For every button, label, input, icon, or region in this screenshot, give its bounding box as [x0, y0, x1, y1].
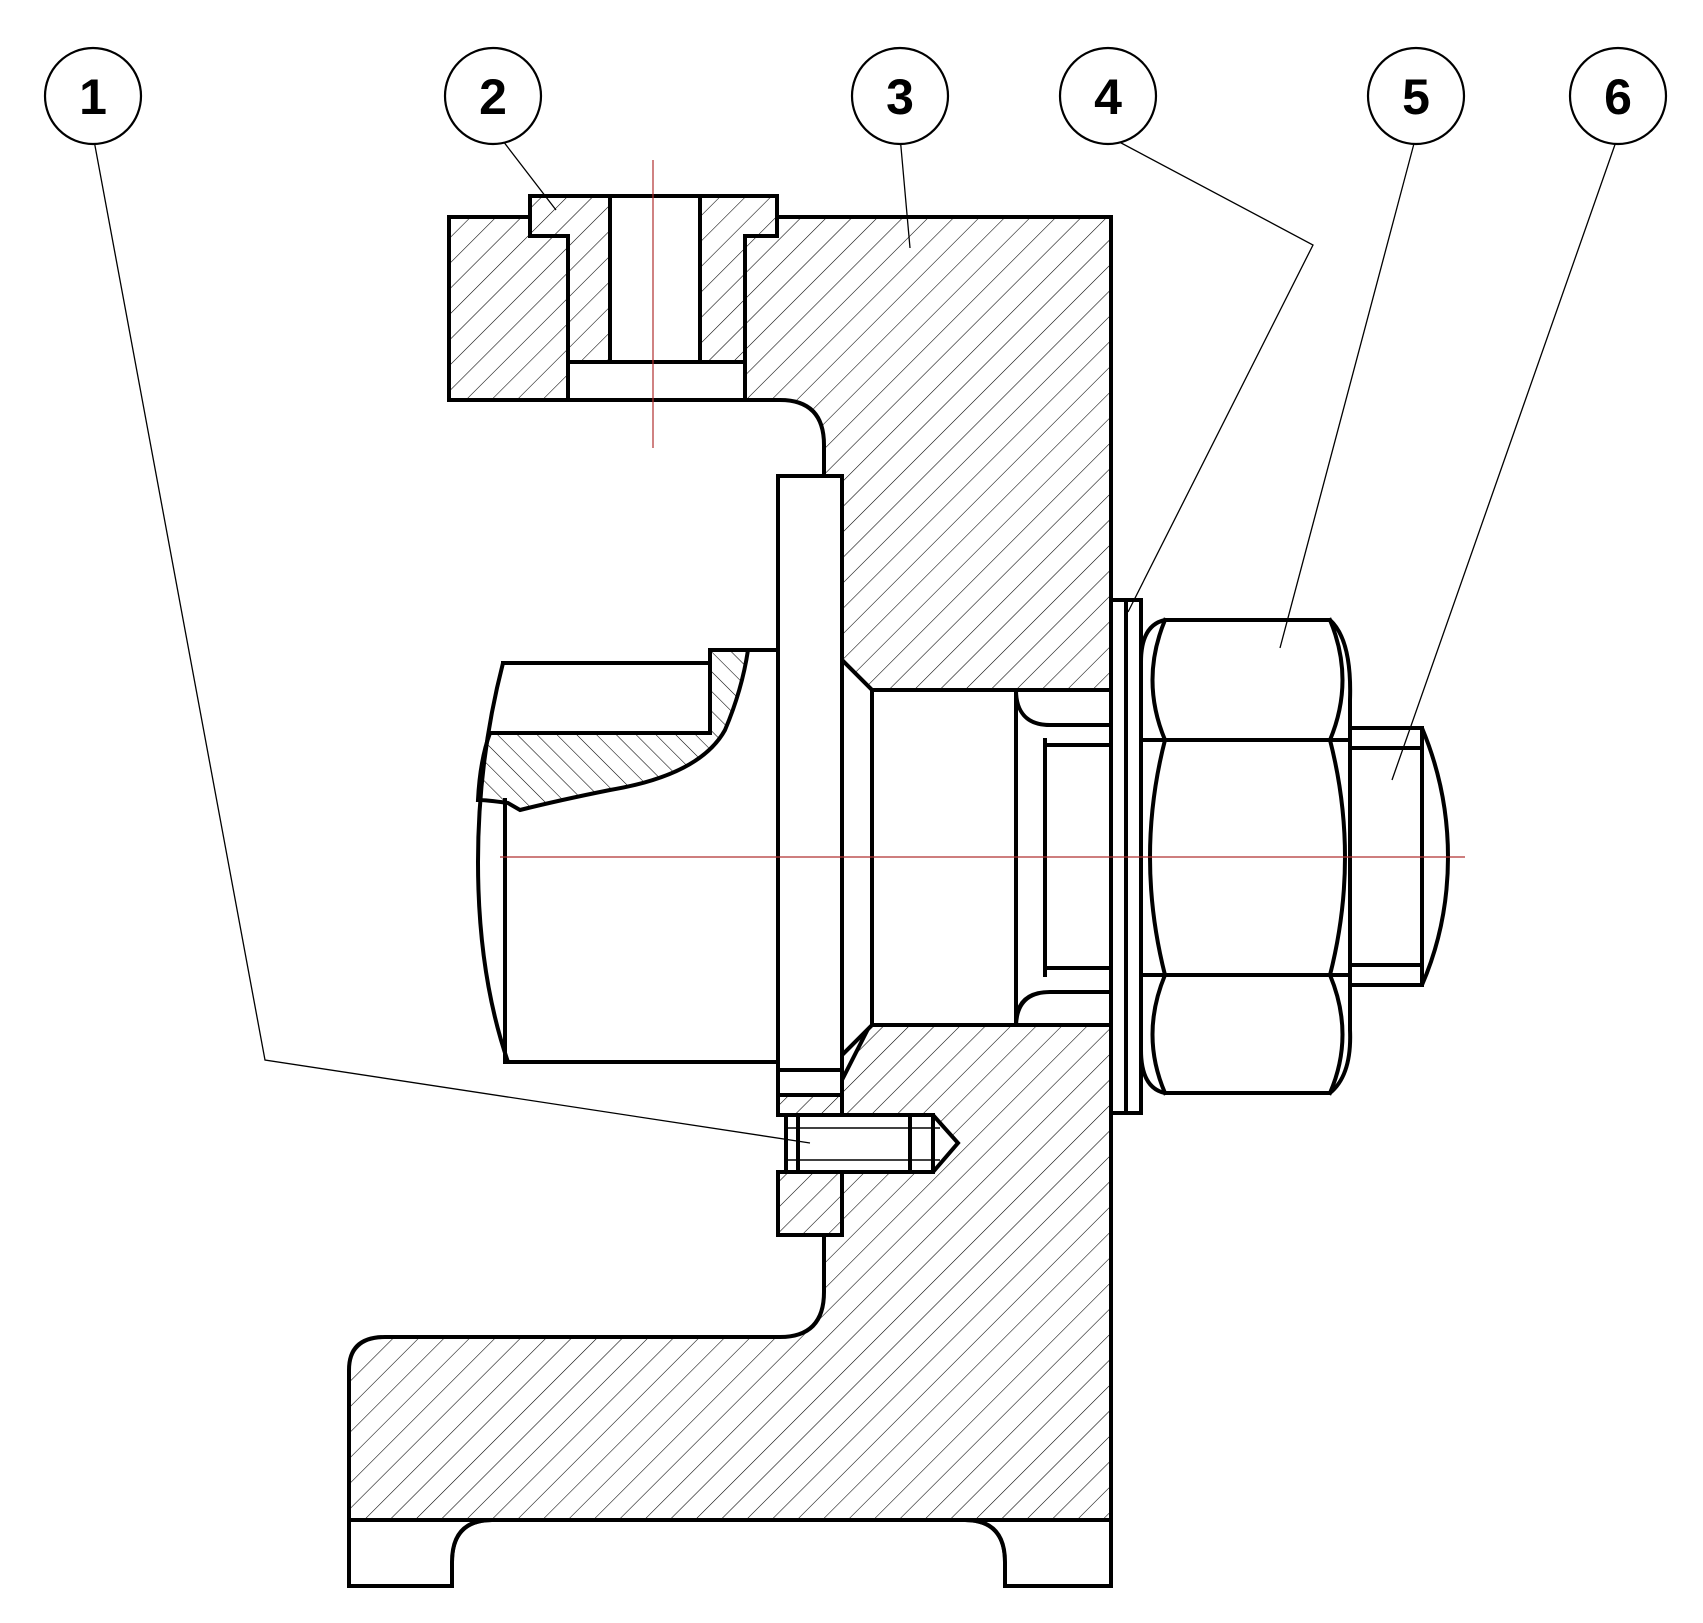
balloon-4: 4: [1058, 46, 1158, 146]
disc: [776, 474, 874, 1237]
leader-4: [1107, 135, 1314, 613]
balloon-6-label: 6: [1604, 69, 1632, 125]
body-lower: [347, 1023, 1113, 1588]
balloon-1-label: 1: [79, 69, 107, 125]
balloon-2: 2: [443, 46, 543, 146]
bushing-part-2: [528, 160, 779, 448]
leader-3: [899, 135, 911, 249]
disc-step: [776, 1068, 844, 1097]
balloon-2-label: 2: [479, 69, 507, 125]
nut-chamfer-tr: [1327, 617, 1345, 743]
balloon-4-label: 4: [1094, 69, 1122, 125]
balloon-5: 5: [1366, 46, 1466, 146]
set-screw-part-1: [784, 1113, 961, 1174]
balloon-3: 3: [850, 46, 950, 146]
shaft-head-broken-section: [475, 648, 751, 813]
shaft-head: [475, 648, 780, 1064]
disc-lower-section-top: [776, 1093, 844, 1117]
disc-lower-section: [776, 1170, 844, 1237]
body-foot: [347, 1518, 1113, 1588]
nut-chamfer-bl: [1150, 972, 1168, 1096]
bushing-seat-gap: [566, 360, 747, 402]
leader-5: [1279, 135, 1417, 649]
balloon-1: 1: [43, 46, 143, 146]
disc-rect: [776, 474, 844, 1072]
balloon-5-label: 5: [1402, 69, 1430, 125]
leader-lines: [92, 127, 1619, 1144]
nut-chamfer-tl: [1150, 617, 1168, 743]
balloon-3-label: 3: [886, 69, 914, 125]
nut-chamfer-br: [1327, 972, 1345, 1096]
leader-1: [92, 134, 811, 1144]
leader-6: [1391, 135, 1619, 781]
balloon-6: 6: [1568, 46, 1668, 146]
bushing-bore: [608, 194, 702, 364]
